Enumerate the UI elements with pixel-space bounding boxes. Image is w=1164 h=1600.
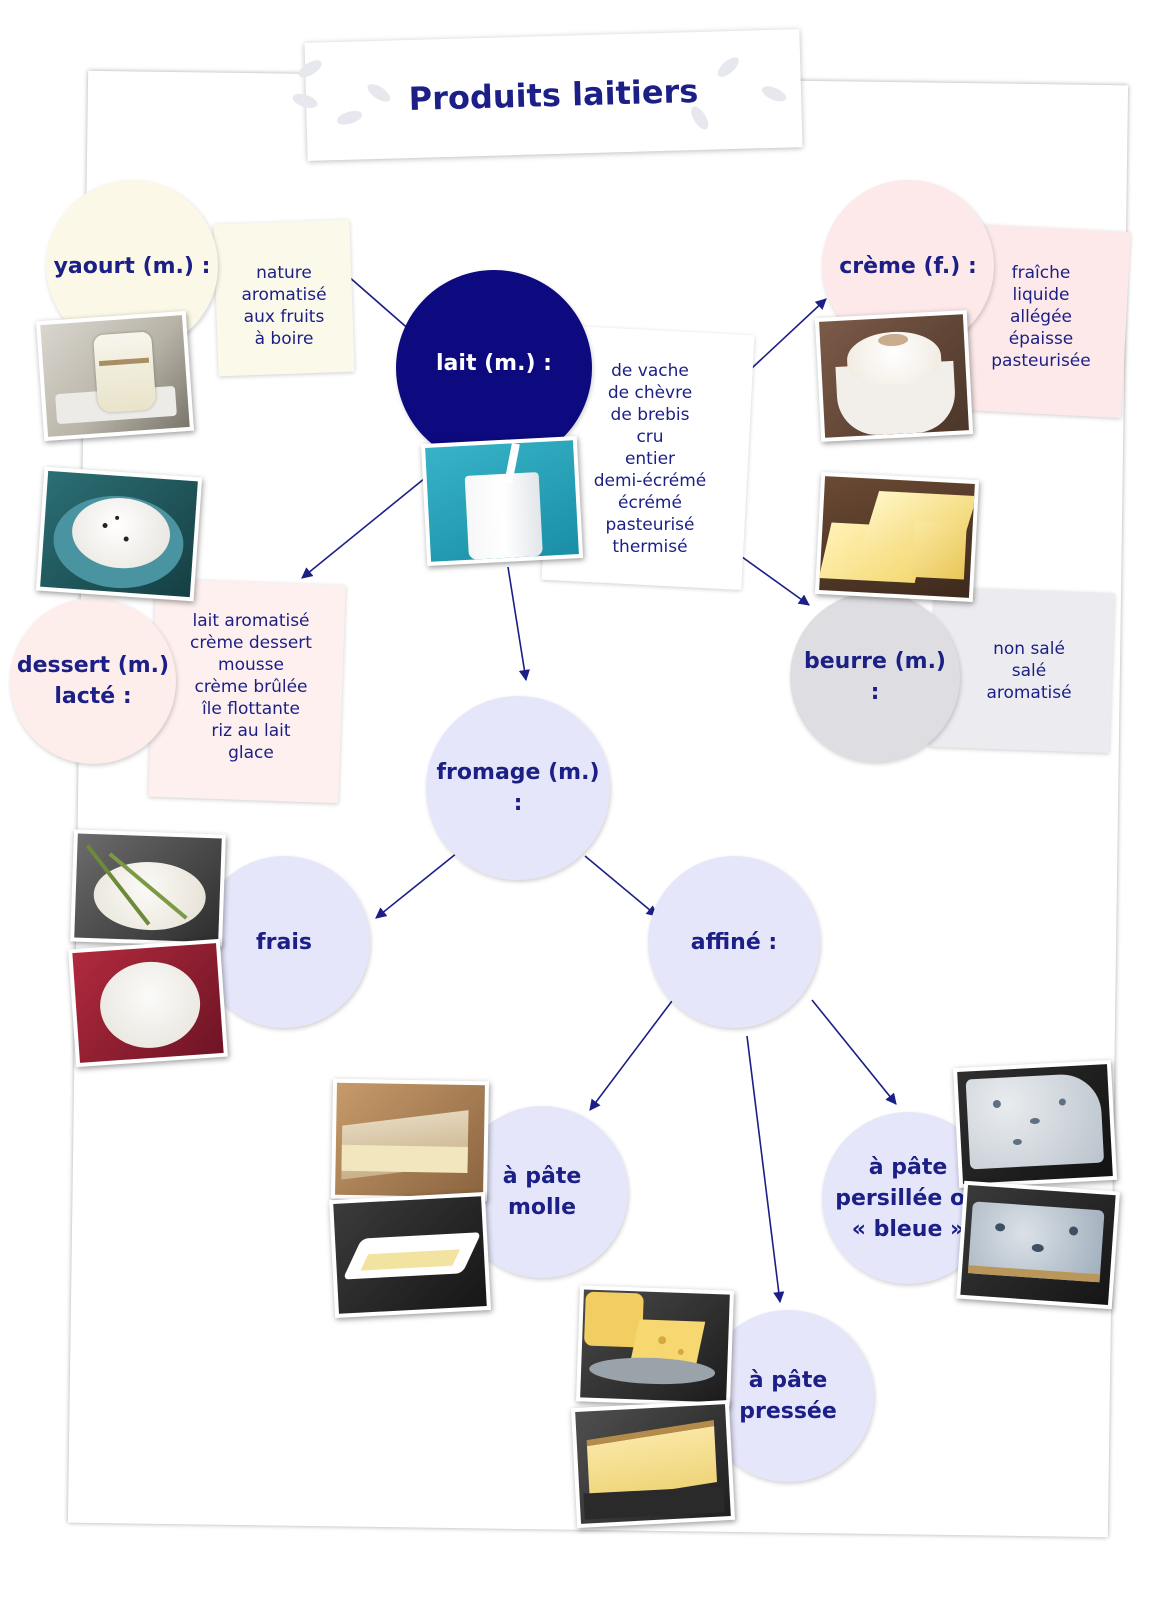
lait-items: de vache de chèvre de brebis cru entier … [560, 360, 740, 558]
node-affine: affiné : [648, 856, 820, 1028]
arrow-fromage-affine [584, 855, 658, 917]
butter-photo [814, 471, 980, 603]
yogurt-jar-photo [35, 310, 195, 442]
milk-glass-photo [420, 436, 584, 566]
node-label: lait (m.) : [436, 350, 552, 376]
list-item: pasteurisée [991, 351, 1091, 371]
pressed-cheese-photo-2 [570, 1399, 736, 1529]
list-item: mousse [218, 655, 284, 675]
node-label: dessert (m.) lacté : [16, 653, 170, 709]
blue-cheese-photo-1 [952, 1059, 1118, 1189]
node-dessert: dessert (m.) lacté : [10, 598, 176, 764]
list-item: crème dessert [190, 633, 312, 653]
node-label: à pâte persillée ou « bleue » [835, 1154, 981, 1242]
arrow-affine-pressee [746, 1035, 785, 1304]
list-item: écrémé [618, 493, 682, 513]
list-item: pasteurisé [605, 515, 695, 535]
arrow-lait-beurre [730, 548, 810, 606]
list-item: épaisse [1008, 329, 1074, 349]
soft-cheese-photo-1 [330, 1078, 490, 1202]
node-label: frais [256, 929, 312, 955]
node-label: crème (f.) : [839, 253, 977, 279]
creme-items: fraîche liquide allégée épaisse pasteuri… [966, 262, 1116, 372]
list-item: thermisé [612, 537, 688, 557]
list-item: aux fruits [243, 307, 325, 327]
node-frais: frais [198, 856, 370, 1028]
node-label: affiné : [690, 929, 778, 955]
list-item: de brebis [610, 405, 690, 425]
list-item: fraîche [1011, 263, 1071, 283]
list-item: aromatisé [986, 683, 1072, 703]
node-label: fromage (m.) : [436, 760, 600, 816]
list-item: demi-écrémé [593, 471, 707, 491]
fresh-cheese-photo-1 [70, 829, 226, 947]
blue-cheese-photo-2 [956, 1180, 1120, 1310]
arrow-affine-persillee [811, 999, 897, 1105]
beurre-items: non salé salé aromatisé [954, 638, 1104, 704]
arrow-affine-molle [589, 1000, 673, 1111]
list-item: salé [1011, 661, 1047, 681]
node-beurre: beurre (m.) : [790, 592, 960, 762]
list-item: aromatisé [241, 285, 327, 305]
arrow-lait-dessert [301, 473, 431, 579]
node-label: yaourt (m.) : [53, 253, 211, 279]
arrow-lait-yaourt [339, 268, 413, 333]
whipped-cream-photo [814, 310, 974, 442]
list-item: de chèvre [607, 383, 693, 403]
list-item: nature [256, 263, 312, 283]
list-item: riz au lait [211, 721, 291, 741]
node-label: beurre (m.) : [803, 649, 946, 705]
yaourt-items: nature aromatisé aux fruits à boire [216, 262, 352, 350]
list-item: à boire [254, 329, 314, 349]
arrow-lait-creme [751, 298, 827, 369]
list-item: non salé [993, 639, 1065, 659]
list-item: île flottante [201, 699, 301, 719]
arrow-lait-fromage [507, 566, 530, 682]
node-fromage: fromage (m.) : [426, 696, 610, 880]
node-label: à pâte molle [502, 1164, 582, 1220]
node-lait: lait (m.) : [396, 270, 592, 466]
list-item: liquide [1012, 285, 1070, 305]
list-item: allégée [1009, 307, 1073, 327]
dessert-items: lait aromatisé crème dessert mousse crèm… [158, 610, 344, 764]
node-yaourt: yaourt (m.) : [46, 180, 218, 352]
fresh-cheese-photo-2 [68, 938, 228, 1068]
list-item: cru [636, 427, 664, 447]
list-item: crème brûlée [194, 677, 308, 697]
pressed-cheese-photo-1 [576, 1285, 734, 1407]
list-item: lait aromatisé [192, 611, 310, 631]
list-item: entier [624, 449, 676, 469]
soft-cheese-photo-2 [329, 1191, 491, 1319]
list-item: glace [228, 743, 274, 763]
list-item: de vache [611, 361, 689, 381]
ice-cream-photo [35, 466, 203, 602]
arrow-fromage-frais [375, 852, 458, 919]
node-label: à pâte pressée [739, 1368, 837, 1424]
